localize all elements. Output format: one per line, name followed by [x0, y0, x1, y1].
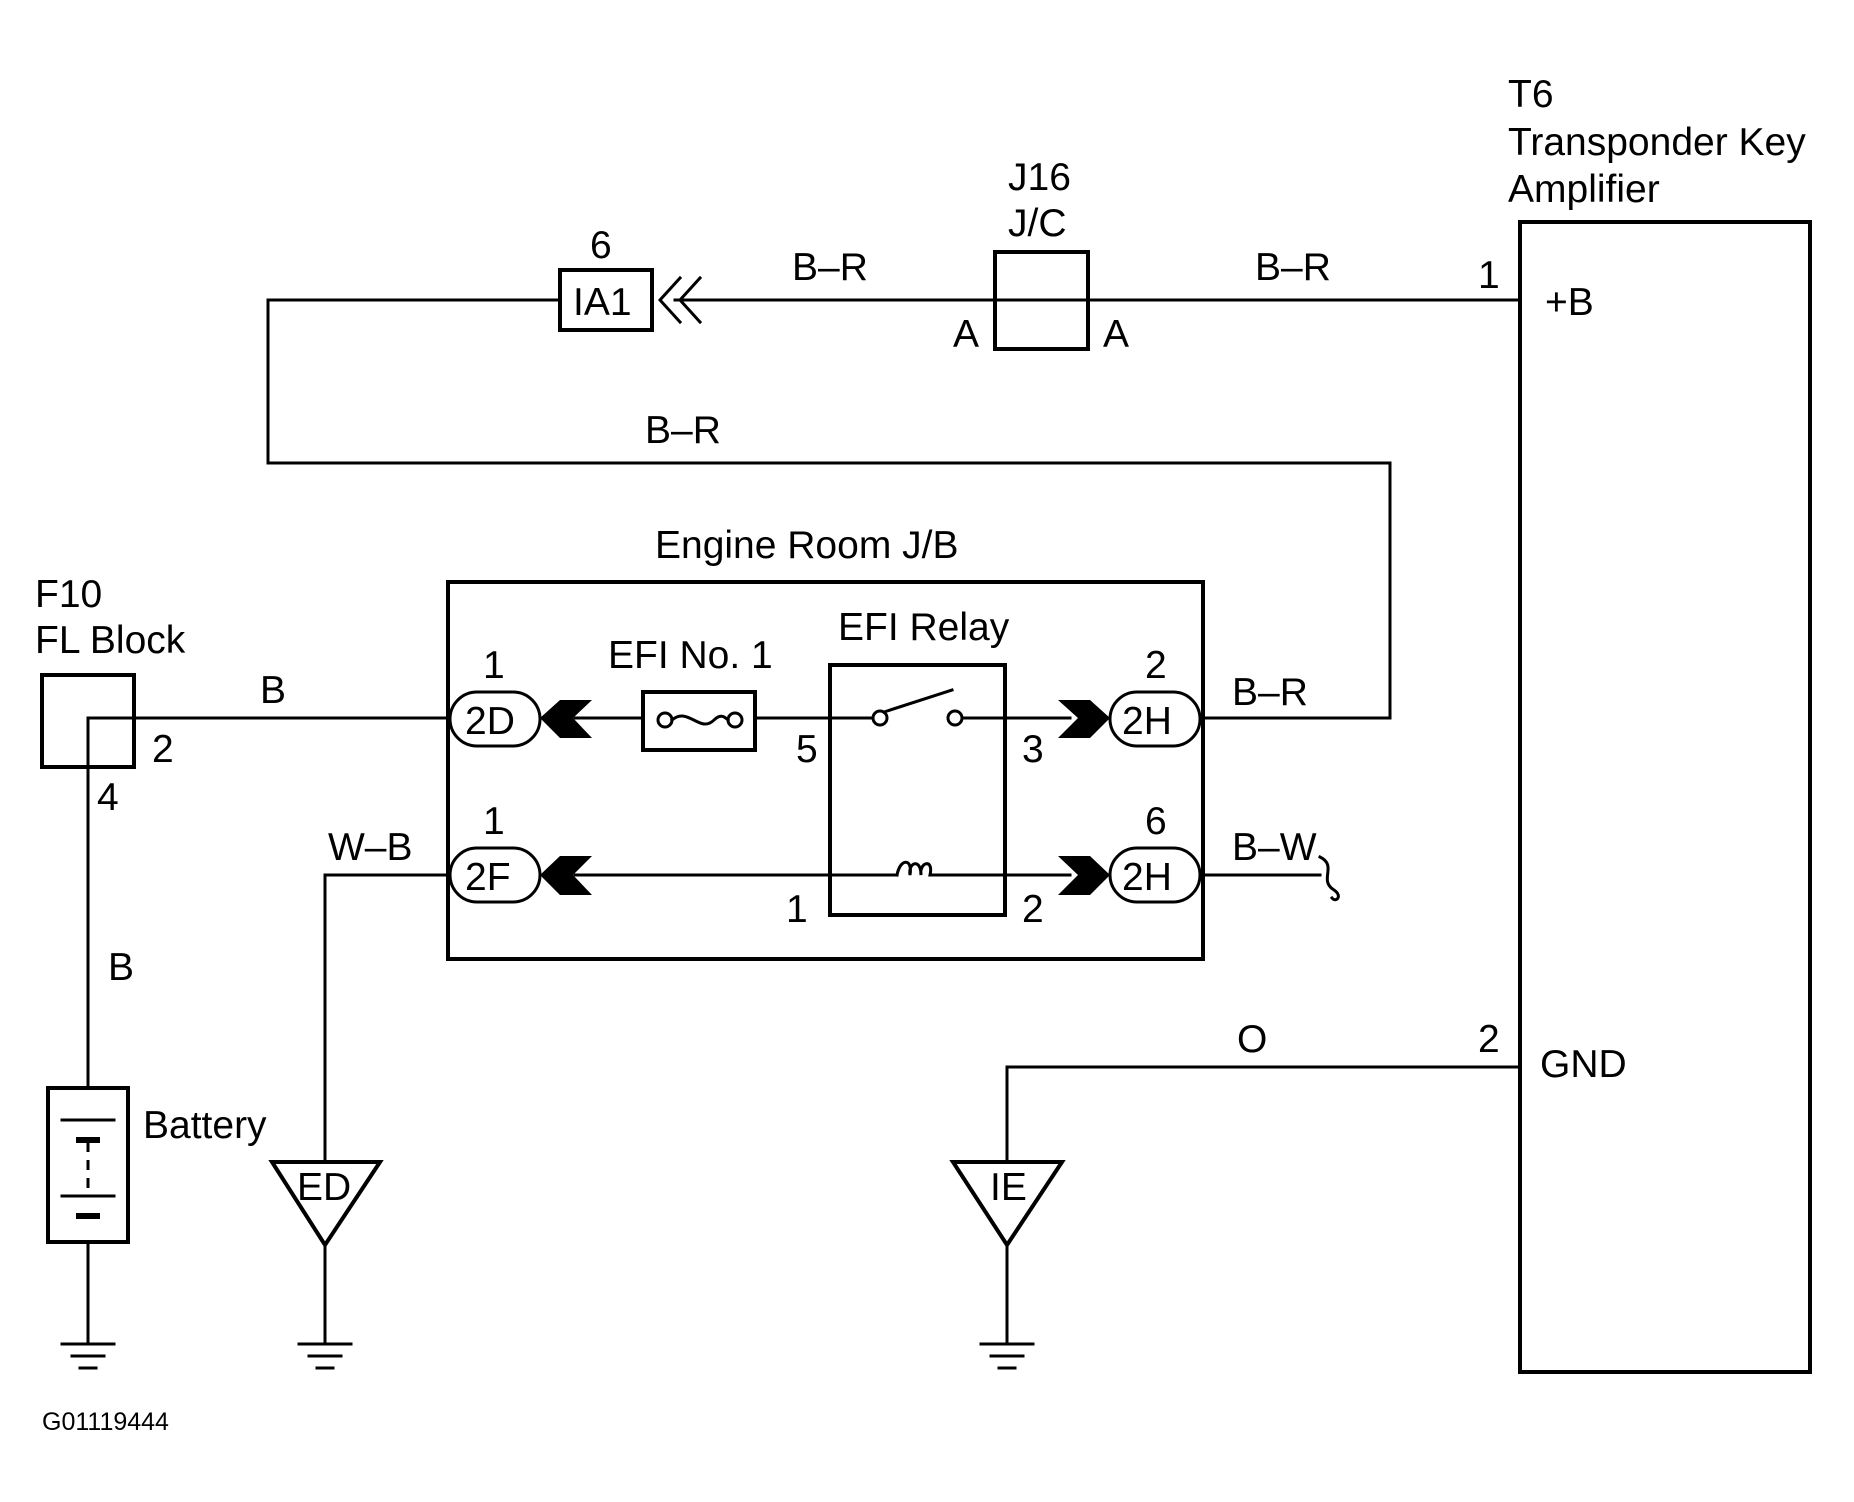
efi-relay: EFI Relay 5 3 1 2 — [786, 606, 1044, 931]
connector-ia1: IA1 6 — [558, 224, 703, 332]
2d-label: 2D — [465, 700, 515, 743]
chassis-ground-ed — [297, 1342, 353, 1370]
wire-label-2h-bottom-out: B–W — [1232, 826, 1317, 869]
fuse-box — [641, 690, 757, 752]
wire-label-fl-to-battery: B — [108, 946, 134, 989]
amplifier-name-line1: Transponder Key — [1508, 121, 1806, 164]
fl-block-pin-out: 2 — [152, 728, 174, 771]
relay-contact-right — [946, 709, 964, 727]
fl-block-code: F10 — [35, 573, 102, 616]
2h-bottom-pin: 6 — [1145, 800, 1167, 843]
wire-break-squiggle — [1317, 854, 1340, 902]
ia1-chevron-icon — [657, 275, 683, 325]
wire-label-2f-to-ed: W–B — [328, 826, 413, 869]
connector-2h-top: 2H 2 — [1058, 644, 1202, 748]
2h-top-label: 2H — [1122, 700, 1172, 743]
2h-bottom-arrow-icon — [1058, 856, 1110, 895]
relay-pin1: 1 — [786, 888, 808, 931]
2h-top-pill — [1108, 690, 1202, 748]
relay-pin5: 5 — [796, 728, 818, 771]
amplifier-pin2-number: 2 — [1478, 1018, 1500, 1061]
wire-label-loop: B–R — [645, 409, 721, 452]
ia1-pin: 6 — [590, 224, 612, 267]
jc-box — [993, 250, 1090, 351]
ia1-label: IA1 — [573, 281, 632, 324]
2h-top-arrow-icon — [1058, 700, 1110, 738]
2h-top-pin: 2 — [1145, 644, 1167, 687]
wire-gnd-to-ie — [1005, 1065, 1522, 1164]
amplifier-name-line2: Amplifier — [1508, 168, 1660, 211]
jc-name: J/C — [1008, 202, 1067, 245]
battery-box — [46, 1086, 130, 1244]
ie-label: IE — [990, 1166, 1027, 1209]
2f-label: 2F — [465, 856, 511, 899]
wire-label-ia1-to-jc: B–R — [792, 246, 868, 289]
wire-label-jc-to-amp: B–R — [1255, 246, 1331, 289]
relay-label: EFI Relay — [838, 606, 1010, 649]
ed-triangle — [268, 1160, 384, 1249]
2d-pin: 1 — [483, 644, 505, 687]
relay-pin2: 2 — [1022, 888, 1044, 931]
fl-block-pin-down: 4 — [97, 776, 119, 819]
fl-block-box — [40, 673, 136, 769]
jc-pin-left: A — [953, 313, 979, 356]
2f-arrow-icon — [540, 856, 592, 895]
relay-coil-icon — [895, 860, 939, 877]
wire-label-gnd-to-ie: O — [1237, 1018, 1267, 1061]
amplifier-pin1-number: 1 — [1478, 254, 1500, 297]
wire-2f-to-ed — [323, 873, 452, 1164]
ia1-box — [558, 268, 654, 332]
battery: Battery — [46, 1086, 267, 1244]
2d-pill — [448, 690, 542, 748]
wire-label-2h-out: B–R — [1232, 671, 1308, 714]
ground-ed: ED — [268, 1160, 384, 1249]
junction-connector-j16: J16 J/C A A — [953, 156, 1129, 356]
relay-switch-arm — [882, 688, 954, 714]
ia1-chevron-icon-2 — [677, 275, 703, 325]
connector-2d: 2D 1 — [448, 644, 592, 748]
wire-loop — [266, 298, 1392, 720]
chassis-ground-ie — [979, 1342, 1035, 1370]
amplifier-pin-b-label: +B — [1545, 281, 1594, 324]
efi-fuse: EFI No. 1 — [608, 634, 773, 752]
engine-room-jb: Engine Room J/B EFI No. 1 EFI Relay 5 3 … — [446, 524, 1205, 961]
transponder-key-amplifier: T6 Transponder Key Amplifier +B GND 1 2 — [1478, 73, 1812, 1374]
jb-box — [446, 580, 1205, 961]
fl-block-f10: F10 FL Block 2 4 — [35, 573, 186, 819]
battery-label: Battery — [143, 1104, 267, 1147]
amplifier-pin-gnd-label: GND — [1540, 1043, 1627, 1086]
wire-labels: B–R B–R B–R B B–R W–B B–W B O — [108, 246, 1331, 1061]
amplifier-box — [1518, 220, 1812, 1374]
fuse-label: EFI No. 1 — [608, 634, 773, 677]
jb-title: Engine Room J/B — [655, 524, 959, 567]
connector-2h-bottom: 2H 6 — [1058, 800, 1202, 904]
relay-pin3: 3 — [1022, 728, 1044, 771]
jc-pin-right: A — [1103, 313, 1129, 356]
chassis-ground-battery — [60, 1342, 116, 1370]
ed-label: ED — [297, 1166, 351, 1209]
amplifier-code: T6 — [1508, 73, 1554, 116]
ground-ie: IE — [949, 1160, 1066, 1249]
2d-arrow-icon — [540, 700, 592, 738]
ie-triangle — [949, 1160, 1066, 1249]
figure-id: G01119444 — [42, 1408, 169, 1436]
wires — [86, 298, 1522, 1344]
fl-block-name: FL Block — [35, 619, 186, 662]
relay-box — [828, 663, 1007, 917]
jc-code: J16 — [1008, 156, 1071, 199]
2h-bottom-label: 2H — [1122, 856, 1172, 899]
fuse-terminal-left — [656, 711, 674, 729]
2f-pin: 1 — [483, 800, 505, 843]
connector-2f: 2F 1 — [448, 800, 592, 904]
wire-label-fl-to-2d: B — [260, 669, 286, 712]
relay-contact-left — [871, 709, 889, 727]
fuse-element-icon — [669, 714, 731, 726]
